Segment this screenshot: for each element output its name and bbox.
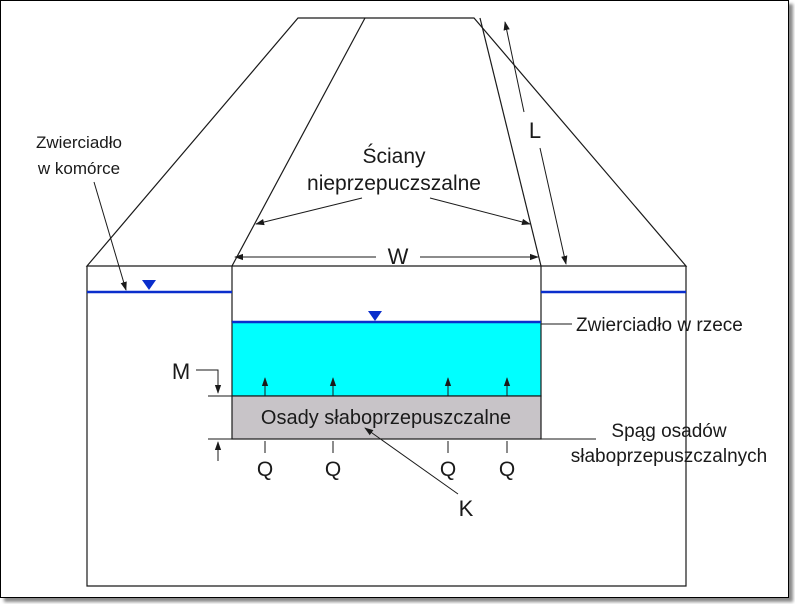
sediment-base-label-line1: Spąg osadów xyxy=(611,421,726,442)
conductivity-leader xyxy=(364,427,459,495)
cell-water-label-line2: w komórce xyxy=(37,159,120,178)
walls-label-line1: Ściany xyxy=(362,144,426,168)
walls-leader-right xyxy=(429,197,531,226)
walls-leader-left xyxy=(255,197,363,226)
flux-label-3: Q xyxy=(440,458,456,481)
length-arrow-top xyxy=(503,21,525,113)
river-water-body xyxy=(231,321,542,397)
flux-label-4: Q xyxy=(499,458,515,481)
cell-water-marker-icon xyxy=(142,280,156,290)
thickness-label: M xyxy=(172,359,190,384)
cell-box-outline xyxy=(86,266,687,587)
flux-label-1: Q xyxy=(257,458,273,481)
left-wall xyxy=(231,17,366,267)
length-arrow-bottom xyxy=(539,147,568,265)
conductivity-label: K xyxy=(459,496,474,521)
river-water-marker-icon xyxy=(368,311,382,321)
width-label: W xyxy=(388,244,409,269)
river-water-label: Zwierciadło w rzece xyxy=(576,315,743,336)
sediment-layer xyxy=(231,395,542,440)
flux-label-2: Q xyxy=(325,458,341,481)
cell-water-label-line1: Zwierciadło xyxy=(36,133,122,152)
walls-label-line2: nieprzepuczszalne xyxy=(307,172,481,195)
length-label: L xyxy=(529,118,541,143)
cell-water-leader xyxy=(93,181,127,291)
cell-prism-outline xyxy=(85,17,688,267)
sediments-label: Osady słaboprzepuszczalne xyxy=(261,407,511,429)
thickness-arrow-top xyxy=(196,369,222,394)
sediment-base-label-line2: słaboprzepuszczalnych xyxy=(571,446,767,467)
